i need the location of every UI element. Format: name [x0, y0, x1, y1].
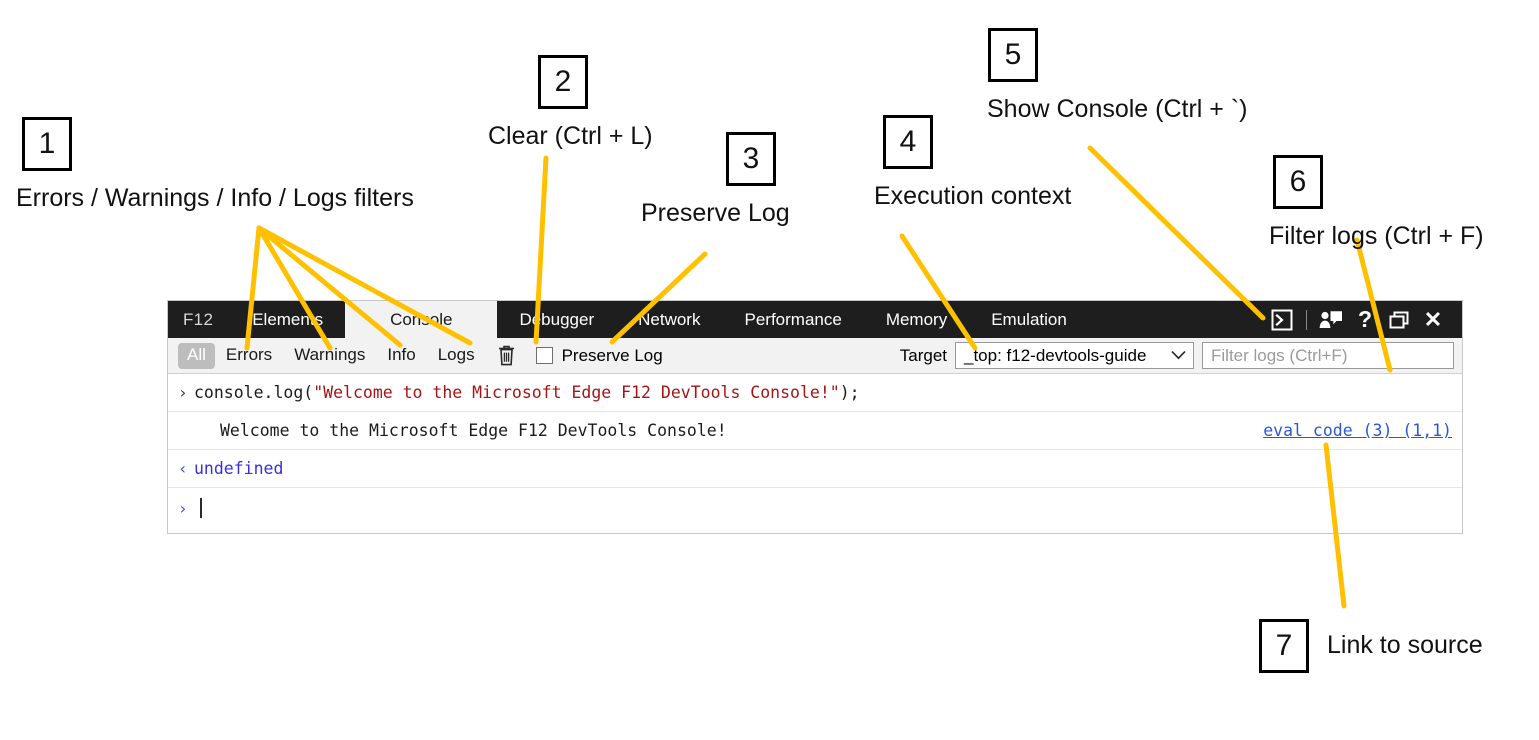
callout-4-label: Execution context: [874, 182, 1072, 210]
callout-6: 6 Filter logs (Ctrl + F): [1269, 155, 1484, 251]
callout-6-label: Filter logs (Ctrl + F): [1269, 222, 1484, 250]
callout-7: 7 Link to source: [1259, 619, 1483, 673]
console-code-string: "Welcome to the Microsoft Edge F12 DevTo…: [313, 383, 840, 402]
devtools-window: F12 Elements Console Debugger Network Pe…: [167, 300, 1463, 534]
execution-context-select[interactable]: _top: f12-devtools-guide: [955, 342, 1194, 369]
callout-3-label: Preserve Log: [641, 199, 790, 227]
source-link[interactable]: eval code (3) (1,1): [1263, 421, 1452, 440]
tab-memory[interactable]: Memory: [885, 309, 948, 329]
callout-5-label: Show Console (Ctrl + `): [987, 95, 1248, 123]
console-input-row: › console.log("Welcome to the Microsoft …: [168, 374, 1462, 412]
text-cursor: [200, 498, 202, 518]
output-chevron-icon: ‹: [178, 459, 188, 478]
callout-4: 4 Execution context: [874, 115, 1071, 211]
callout-2: 2 Clear (Ctrl + L): [488, 55, 653, 151]
tabstrip-spacer: [1089, 301, 1265, 338]
console-output: › console.log("Welcome to the Microsoft …: [168, 374, 1462, 528]
console-prompt-row[interactable]: ›: [168, 488, 1462, 528]
leader-line-5: [1087, 145, 1266, 321]
callout-1: 1 Errors / Warnings / Info / Logs filter…: [16, 117, 414, 213]
callout-7-label: Link to source: [1327, 631, 1483, 660]
filter-errors[interactable]: Errors: [225, 344, 273, 364]
console-code-suffix: );: [839, 383, 860, 402]
callout-5: 5 Show Console (Ctrl + `): [987, 28, 1248, 124]
target-label: Target: [899, 345, 947, 365]
tab-emulation[interactable]: Emulation: [991, 309, 1067, 329]
console-code-prefix: console.log(: [194, 383, 314, 402]
filter-all[interactable]: All: [178, 342, 215, 369]
help-button[interactable]: ?: [1348, 301, 1382, 338]
console-return-value: undefined: [194, 459, 284, 478]
callout-2-label: Clear (Ctrl + L): [488, 122, 653, 150]
callout-6-number: 6: [1273, 155, 1323, 209]
callout-3-number: 3: [726, 132, 776, 186]
console-return-row: ‹ undefined: [168, 450, 1462, 488]
callout-2-number: 2: [538, 55, 588, 109]
trash-icon: [499, 345, 515, 366]
feedback-icon: [1319, 310, 1342, 328]
execution-context-value: _top: f12-devtools-guide: [964, 345, 1147, 365]
preserve-log-control[interactable]: Preserve Log: [535, 345, 663, 366]
filter-info[interactable]: Info: [387, 344, 416, 364]
filter-logs[interactable]: Logs: [437, 344, 475, 364]
tab-console[interactable]: Console: [345, 301, 498, 338]
input-chevron-icon: ›: [178, 383, 188, 402]
console-message-text: Welcome to the Microsoft Edge F12 DevToo…: [220, 421, 727, 440]
tab-performance[interactable]: Performance: [744, 309, 842, 329]
prompt-chevron-icon: ›: [178, 498, 188, 518]
callout-7-number: 7: [1259, 619, 1309, 673]
toolbar-separator: [1306, 309, 1307, 330]
tab-network[interactable]: Network: [638, 309, 701, 329]
callout-3: 3 Preserve Log: [641, 132, 790, 228]
preserve-log-label: Preserve Log: [561, 345, 663, 365]
console-filter-bar: All Errors Warnings Info Logs Preserve L…: [168, 338, 1462, 374]
callout-5-number: 5: [988, 28, 1038, 82]
chevron-down-icon: [1171, 348, 1186, 363]
callout-1-label: Errors / Warnings / Info / Logs filters: [16, 184, 414, 212]
dock-window-icon: [1389, 311, 1409, 328]
dock-window-button[interactable]: [1382, 301, 1416, 338]
console-message-row: Welcome to the Microsoft Edge F12 DevToo…: [168, 412, 1462, 450]
callout-4-number: 4: [883, 115, 933, 169]
clear-console-button[interactable]: [492, 342, 522, 370]
filter-warnings[interactable]: Warnings: [294, 344, 366, 364]
devtools-tabstrip: F12 Elements Console Debugger Network Pe…: [168, 301, 1462, 338]
callout-1-number: 1: [22, 117, 72, 171]
preserve-log-checkbox[interactable]: [535, 347, 553, 364]
devtools-tool-buttons: ? ✕: [1265, 301, 1462, 338]
show-console-icon: [1271, 309, 1293, 330]
close-button[interactable]: ✕: [1416, 301, 1450, 338]
help-icon: ?: [1357, 306, 1373, 332]
filter-logs-input[interactable]: Filter logs (Ctrl+F): [1202, 342, 1454, 369]
show-console-button[interactable]: [1265, 301, 1299, 338]
feedback-button[interactable]: [1314, 301, 1348, 338]
devtools-brand: F12: [183, 309, 214, 329]
tab-debugger[interactable]: Debugger: [519, 309, 595, 329]
chevron-down-glyph: [1171, 350, 1186, 360]
close-icon: ✕: [1423, 306, 1443, 332]
tab-elements[interactable]: Elements: [252, 309, 324, 329]
